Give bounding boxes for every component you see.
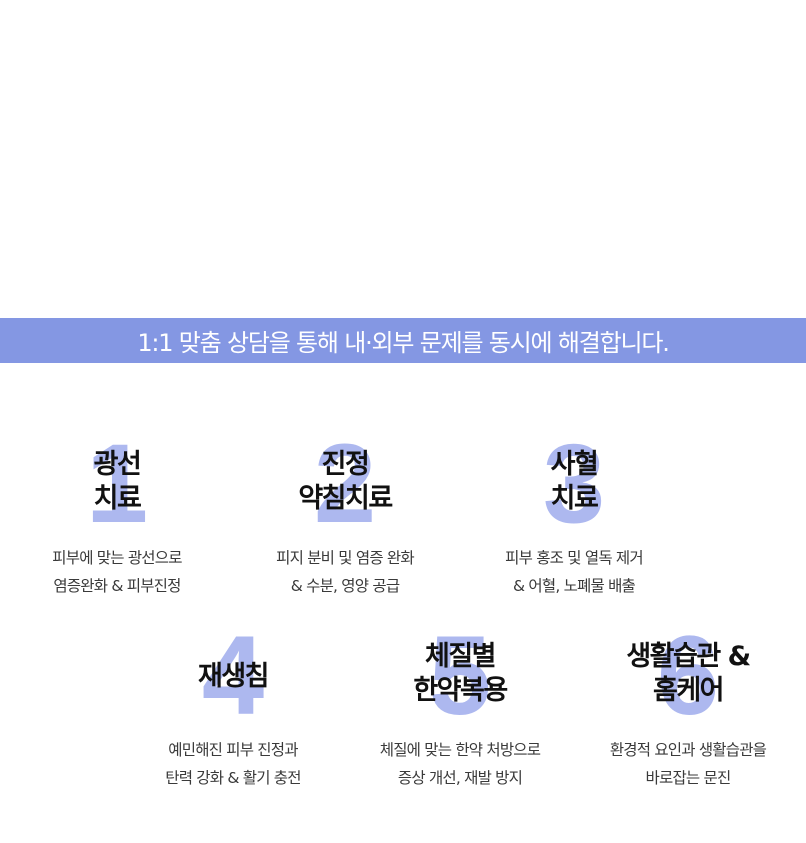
- treatment-description: 체질에 맞는 한약 처방으로 증상 개선, 재발 방지: [335, 736, 585, 792]
- treatment-title-line: 체질별: [424, 641, 497, 672]
- treatment-item-lifestyle-homecare: 6 생활습관 & 홈케어 환경적 요인과 생활습관을 바로잡는 문진: [563, 620, 806, 810]
- treatment-title-line: 생활습관 &: [626, 641, 751, 672]
- treatment-title: 광선 치료: [0, 448, 242, 516]
- treatment-title-line: 진정: [321, 449, 370, 480]
- headline-banner: 1:1 맞춤 상담을 통해 내·외부 문제를 동시에 해결합니다.: [0, 318, 806, 363]
- treatment-item-herbal-medicine: 5 체질별 한약복용 체질에 맞는 한약 처방으로 증상 개선, 재발 방지: [335, 620, 585, 810]
- step-number: 4: [201, 613, 265, 738]
- treatment-title-line: 홈케어: [652, 675, 725, 706]
- treatment-description-line: 체질에 맞는 한약 처방으로: [379, 741, 541, 759]
- treatment-description-line: & 어혈, 노폐물 배출: [512, 577, 636, 595]
- treatment-description-line: 염증완화 & 피부진정: [53, 577, 181, 595]
- treatment-description: 피부에 맞는 광선으로 염증완화 & 피부진정: [0, 544, 242, 600]
- treatment-title-line: 광선: [93, 449, 142, 480]
- treatment-description: 예민해진 피부 진정과 탄력 강화 & 활기 충전: [108, 736, 358, 792]
- treatment-description-line: 바로잡는 문진: [645, 769, 732, 787]
- treatment-title-line: 재생침: [197, 661, 270, 692]
- treatment-description-line: 예민해진 피부 진정과: [168, 741, 298, 759]
- treatment-title: 체질별 한약복용: [335, 640, 585, 708]
- treatment-title: 진정 약침치료: [220, 448, 470, 516]
- treatment-title: 생활습관 & 홈케어: [563, 640, 806, 708]
- treatment-title-line: 사혈: [550, 449, 599, 480]
- treatment-item-bloodletting: 3 사혈 치료 피부 홍조 및 열독 제거 & 어혈, 노폐물 배출: [449, 428, 699, 618]
- treatment-item-soothing-pharmacopuncture: 2 진정 약침치료 피지 분비 및 염증 완화 & 수분, 영양 공급: [220, 428, 470, 618]
- treatment-title: 사혈 치료: [449, 448, 699, 516]
- step-number: 3: [542, 421, 606, 546]
- step-number: 5: [428, 613, 492, 738]
- treatment-title-line: 치료: [93, 483, 142, 514]
- treatment-description-line: & 수분, 영양 공급: [290, 577, 400, 595]
- treatment-title: 재생침: [108, 660, 358, 694]
- headline-text: 1:1 맞춤 상담을 통해 내·외부 문제를 동시에 해결합니다.: [137, 329, 670, 357]
- treatment-title-line: 한약복용: [413, 675, 508, 706]
- treatment-description-line: 환경적 요인과 생활습관을: [609, 741, 767, 759]
- treatment-item-regeneration-acupuncture: 4 재생침 예민해진 피부 진정과 탄력 강화 & 활기 충전: [108, 620, 358, 810]
- step-number: 2: [313, 421, 377, 546]
- treatment-description-line: 피지 분비 및 염증 완화: [276, 549, 414, 567]
- treatment-description: 피부 홍조 및 열독 제거 & 어혈, 노폐물 배출: [449, 544, 699, 600]
- treatment-description-line: 피부 홍조 및 열독 제거: [505, 549, 643, 567]
- treatment-title-line: 약침치료: [298, 483, 393, 514]
- step-number: 1: [85, 421, 149, 546]
- treatment-description-line: 증상 개선, 재발 방지: [397, 769, 523, 787]
- treatment-description: 피지 분비 및 염증 완화 & 수분, 영양 공급: [220, 544, 470, 600]
- treatment-description: 환경적 요인과 생활습관을 바로잡는 문진: [563, 736, 806, 792]
- treatment-title-line: 치료: [550, 483, 599, 514]
- step-number: 6: [656, 613, 720, 738]
- treatment-item-light-therapy: 1 광선 치료 피부에 맞는 광선으로 염증완화 & 피부진정: [0, 428, 242, 618]
- treatment-description-line: 탄력 강화 & 활기 충전: [165, 769, 301, 787]
- treatment-description-line: 피부에 맞는 광선으로: [52, 549, 182, 567]
